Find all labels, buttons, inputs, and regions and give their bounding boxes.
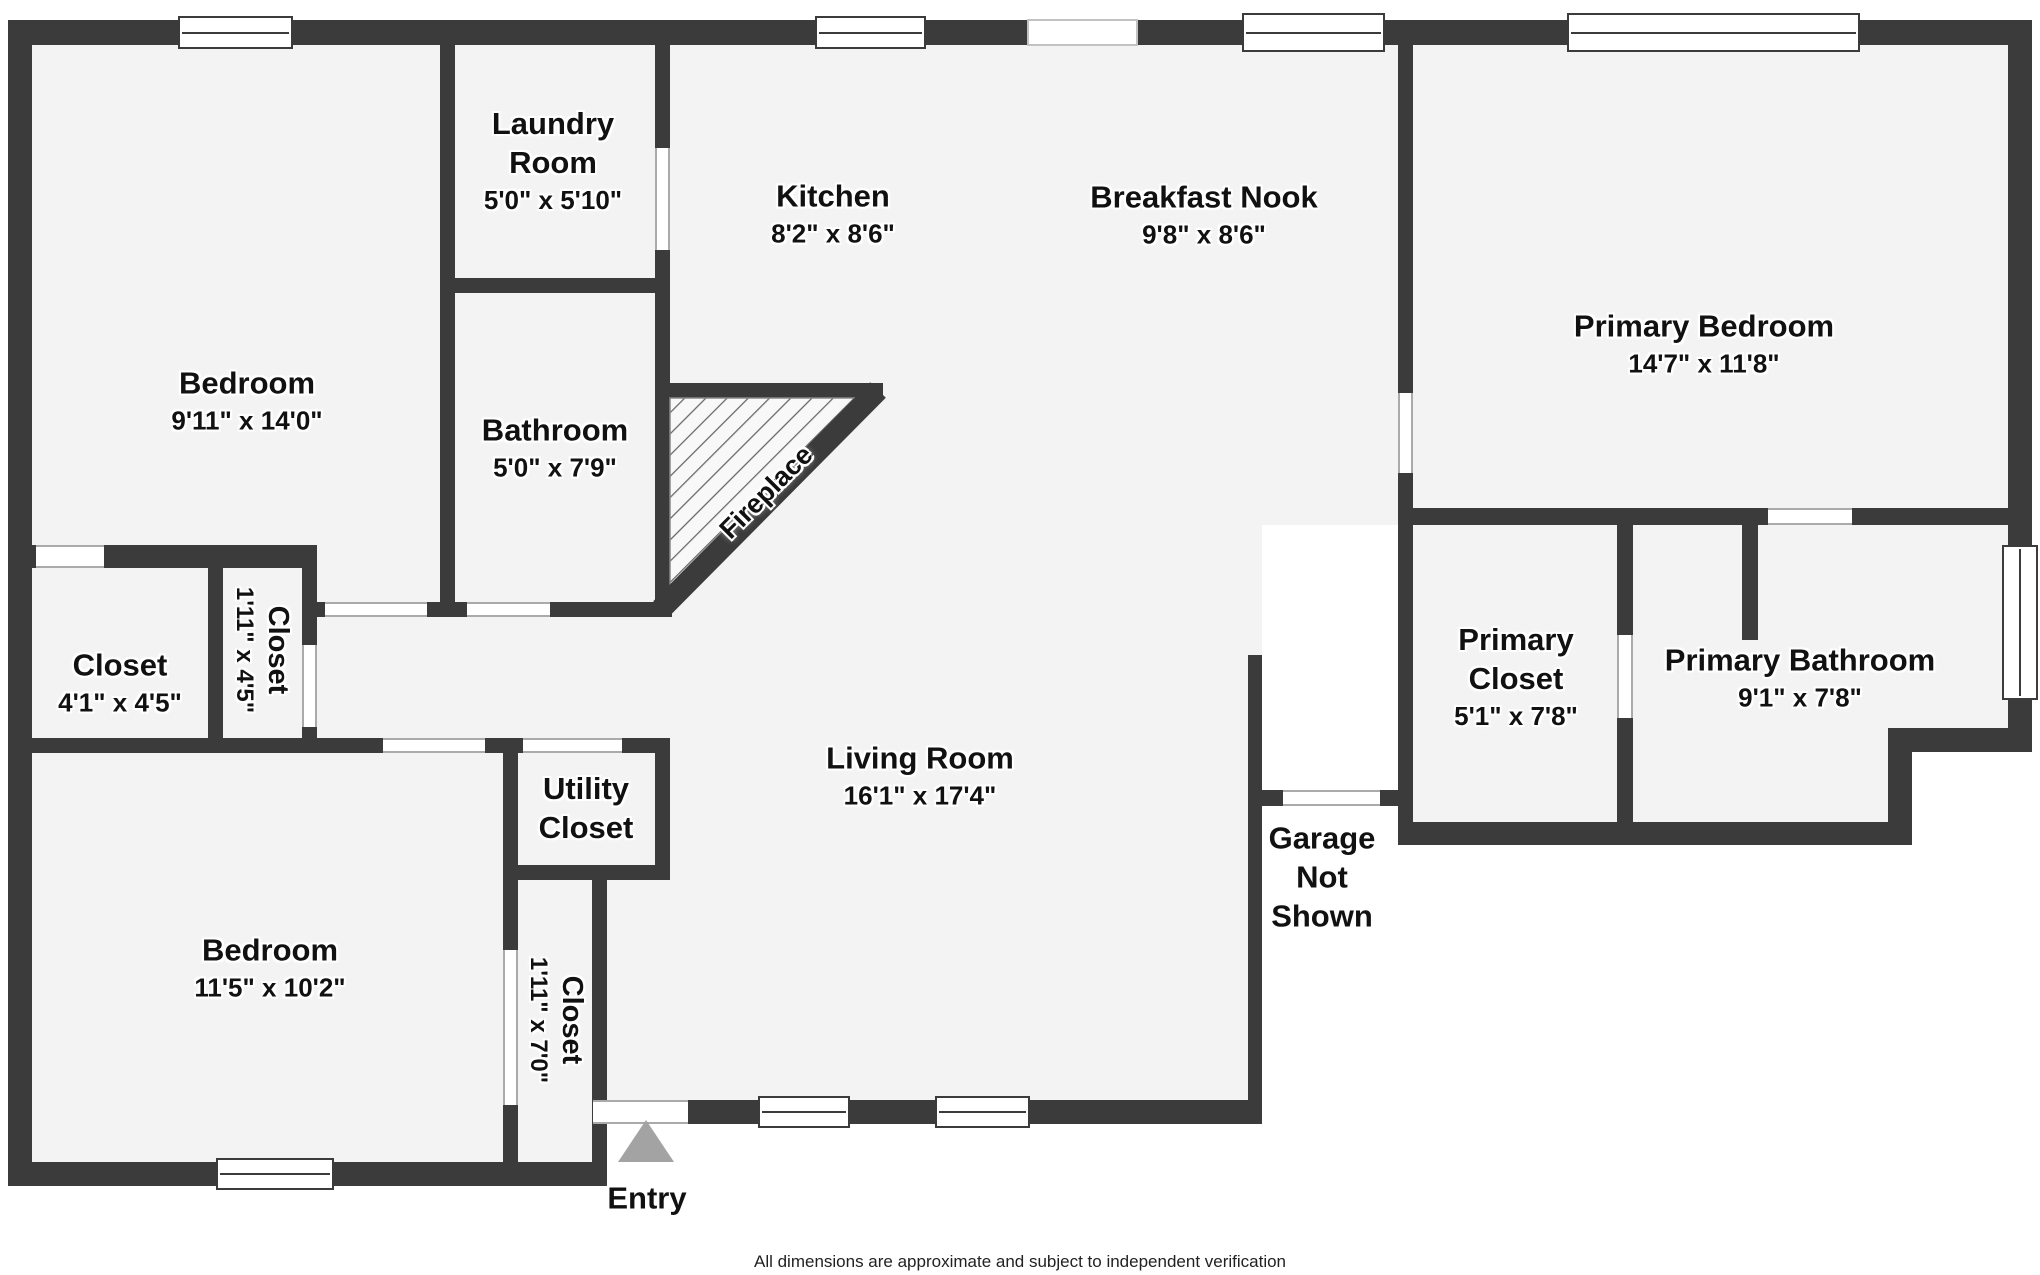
- wall-utility-top-a: [518, 738, 523, 753]
- room-label-bathroom: Bathroom 5'0" x 7'9": [481, 412, 629, 483]
- door-opening: [36, 545, 104, 568]
- wall-exterior-left: [8, 20, 32, 1186]
- door-opening: [467, 602, 550, 617]
- window: [1242, 13, 1385, 52]
- wall-utility-left: [503, 738, 518, 880]
- disclaimer-text: All dimensions are approximate and subje…: [753, 1252, 1287, 1271]
- wall-utility-right: [655, 753, 670, 880]
- room-label-bedroom-bottom: Bedroom 11'5" x 10'2": [194, 932, 346, 1003]
- window: [2002, 545, 2038, 700]
- door-opening: [1617, 635, 1633, 718]
- wall-closets-bottom-a: [8, 738, 383, 753]
- wall-fireplace-top: [655, 383, 883, 398]
- room-label-primary-bathroom: Primary Bathroom 9'1" x 7'8": [1664, 642, 1936, 713]
- wall-breakfast-divider-a: [1398, 44, 1413, 393]
- door-opening: [503, 950, 518, 1105]
- floor-primary-bath-right: [1888, 525, 2008, 728]
- window: [1567, 13, 1860, 52]
- room-label-utility-closet: Utility Closet: [538, 771, 634, 845]
- window: [935, 1096, 1030, 1128]
- wall-bath-stub: [1742, 525, 1758, 640]
- garage-void: [1262, 535, 1398, 790]
- fireplace-diagonal-wall: [653, 382, 886, 617]
- wall-garage: [1248, 655, 1262, 1124]
- entry-opening: [593, 1100, 688, 1124]
- entry-arrow-icon: [618, 1120, 674, 1162]
- label-garage-not-shown: Garage Not Shown: [1268, 820, 1376, 934]
- floor-primary-suite: [1413, 525, 1888, 822]
- room-label-primary-closet: Primary Closet 5'1" x 7'8": [1454, 622, 1578, 731]
- door-opening: [1398, 393, 1413, 473]
- window: [758, 1096, 850, 1128]
- room-label-closet-bottom: Closet 1'11" x 7'0": [525, 956, 588, 1084]
- label-entry: Entry: [607, 1180, 687, 1216]
- wall-hall-a: [317, 602, 325, 617]
- window: [815, 16, 926, 49]
- room-label-kitchen: Kitchen 8'2" x 8'6": [771, 178, 895, 249]
- door-opening: [523, 738, 622, 753]
- door-opening: [302, 645, 317, 727]
- wall-utility-bottom: [503, 865, 670, 880]
- wall-bedroom-right: [440, 44, 455, 602]
- wall-living-bottom: [592, 1100, 1262, 1124]
- room-label-bedroom-top: Bedroom 9'11" x 14'0": [171, 365, 323, 436]
- window: [216, 1158, 334, 1190]
- window: [178, 16, 293, 49]
- wall-suite-bottom: [1398, 822, 1912, 845]
- door-opening: [655, 148, 670, 250]
- room-label-primary-bedroom: Primary Bedroom 14'7" x 11'8": [1573, 308, 1835, 379]
- door-opening: [1768, 508, 1852, 525]
- wall-suite-divider-a: [1398, 508, 1768, 525]
- wall-hall-c: [550, 602, 672, 617]
- door-opening: [325, 602, 427, 617]
- wall-bath-notch-h: [1888, 728, 2032, 752]
- wall-hall-b: [427, 602, 467, 617]
- wall-laundry-bottom: [442, 278, 670, 293]
- room-label-closet-left: Closet 4'1" x 4'5": [58, 647, 182, 718]
- room-label-living-room: Living Room 16'1" x 17'4": [826, 740, 1014, 811]
- wall-suite-divider-b: [1852, 508, 2008, 525]
- wall-primary-closet-left: [1398, 525, 1413, 845]
- wall-utility-top-b: [622, 738, 670, 753]
- floor-upper: [32, 44, 2008, 525]
- room-label-laundry: Laundry Room 5'0" x 5'10": [483, 106, 623, 215]
- wall-closet-bottom-right: [592, 880, 607, 1162]
- door-opening: [1283, 790, 1380, 806]
- door-opening: [383, 738, 485, 753]
- wall-closet-divider: [208, 568, 223, 738]
- opening: [1027, 19, 1138, 46]
- room-label-breakfast-nook: Breakfast Nook 9'8" x 8'6": [1090, 179, 1318, 250]
- room-label-closet-hall: Closet 1'11" x 4'5": [231, 586, 294, 714]
- floor-living: [607, 525, 1262, 1100]
